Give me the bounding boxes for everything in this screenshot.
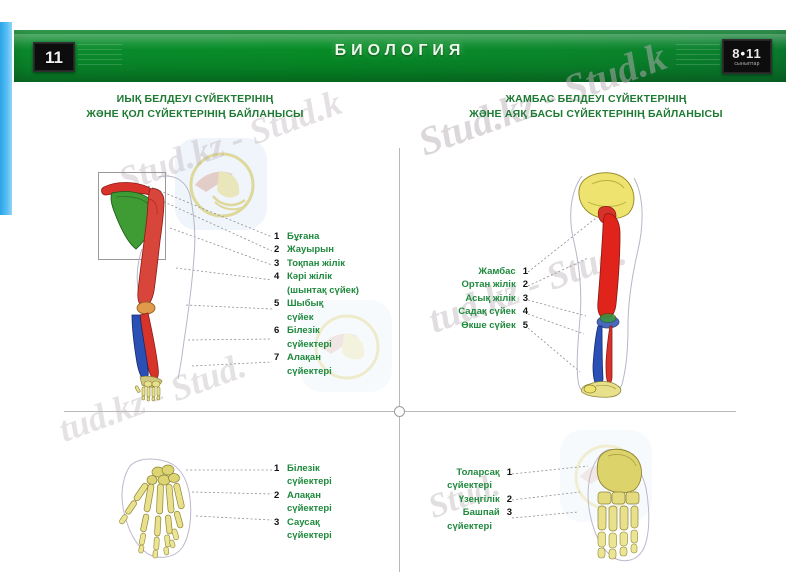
legend-item-number: 4: [274, 271, 280, 283]
legend-item-label: Садақ сүйек: [458, 306, 516, 318]
legend-item-number: 7: [274, 352, 280, 364]
header-stripes-right: [676, 44, 720, 68]
foot-skeleton-figure: [578, 440, 688, 565]
shoulder-girdle-inset-box: [98, 172, 166, 260]
legend-item-number: 3: [522, 292, 528, 304]
grade-badge-range: 8•11: [732, 47, 762, 60]
legend-item-number: 3: [274, 516, 280, 528]
legend-item: 3 Тоқпан жілік: [274, 257, 384, 270]
legend-item-label-continuation: сүйектері: [447, 480, 492, 492]
legend-item: 3 Саусақ: [274, 516, 384, 529]
legend-item: 4 Садақ сүйек: [420, 305, 528, 318]
leg-skeleton-figure: [548, 162, 668, 402]
legend-item: 2 Жауырын: [274, 243, 384, 256]
arm-skeleton-figure: [90, 165, 240, 402]
legend-item-label-continuation: сүйектері: [287, 503, 332, 515]
divider-vertical: [399, 148, 400, 572]
legend-item-label: Алақан: [287, 352, 321, 364]
legend-item-number: 1: [506, 467, 512, 478]
grade-badge-sub: сыныптар: [734, 60, 760, 67]
legend-item-label: Башпай: [462, 507, 500, 519]
legend-item-number: 1: [274, 231, 280, 242]
grade-badge: 8•11 сыныптар: [722, 39, 772, 74]
top-left-title-line2: ЖӘНЕ ҚОЛ СҮЙЕКТЕРІНІҢ БАЙЛАНЫСЫ: [86, 108, 304, 121]
hand-skeleton-figure: [108, 452, 228, 564]
legend-item-label: Жамбас: [478, 266, 516, 277]
legend-item-number: 2: [522, 279, 528, 291]
legend-item-label-continuation: сүйектері: [287, 530, 332, 542]
left-blue-rail: [0, 22, 12, 215]
legend-item-label-continuation: (шынтақ сүйек): [287, 284, 359, 296]
legend-item-label-continuation: сүйектері: [287, 476, 332, 488]
top-right-title-line1: ЖАМБАС БЕЛДЕУІ СҮЙЕКТЕРІНІҢ: [505, 93, 687, 105]
legend-item: 6 Білезік: [274, 324, 384, 337]
legend-item-label-continuation: сүйек: [287, 311, 314, 323]
page-number: 11: [45, 47, 63, 67]
legend-item-number: 3: [506, 507, 512, 519]
legend-item-label: Үзеңгілік: [458, 493, 500, 505]
grade-badge-from: 8: [732, 45, 741, 61]
legend-item-label: Білезік: [287, 463, 320, 474]
poster-header: 11 БИОЛОГИЯ 8•11 сыныптар: [14, 30, 786, 82]
legend-item: 5 Шыбық: [274, 297, 384, 310]
top-left-panel-title: ИЫҚ БЕЛДЕУІ СҮЙЕКТЕРІНІҢ ЖӘНЕ ҚОЛ СҮЙЕКТ…: [30, 92, 360, 122]
top-right-panel-title: ЖАМБАС БЕЛДЕУІ СҮЙЕКТЕРІНІҢ ЖӘНЕ АЯҚ БАС…: [410, 92, 782, 122]
legend-item-label: Асық жілік: [465, 292, 516, 304]
legend-item-number: 1: [274, 463, 280, 474]
legend-item: 2 Үзеңгілік: [408, 493, 512, 506]
legend-item-label: Толарсақ: [456, 467, 500, 478]
legend-item-number: 2: [274, 489, 280, 501]
legend-item: 3 Асық жілік: [420, 292, 528, 305]
legend-item-label: Тоқпан жілік: [287, 257, 345, 269]
legend-item-label: Өкше сүйек: [461, 319, 516, 331]
legend-item: 5 Өкше сүйек: [420, 319, 528, 332]
top-right-title-line2: ЖӘНЕ АЯҚ БАСЫ СҮЙЕКТЕРІНІҢ БАЙЛАНЫСЫ: [469, 108, 723, 121]
legend-item-number: 1: [522, 266, 528, 277]
legend-item: 1 Бұғана: [274, 230, 384, 243]
legend-item-label: Кәрі жілік: [287, 271, 332, 283]
legend-item-number: 6: [274, 325, 280, 337]
legend-item: 7 Алақан: [274, 351, 384, 364]
divider-center-marker: [394, 406, 405, 417]
subject-title: БИОЛОГИЯ: [334, 42, 466, 59]
legend-item: 2 Алақан: [274, 489, 384, 502]
watermark-text-4: tud.kz - Stud.: [53, 345, 252, 450]
legend-item: 1 Толарсақ: [408, 466, 512, 479]
legend-item-label: Жауырын: [287, 244, 335, 256]
legend-item-number: 2: [506, 493, 512, 505]
legend-item: 1 Жамбас: [420, 265, 528, 278]
legend-item-number: 5: [274, 298, 280, 310]
legend-item-label: Бұғана: [287, 231, 320, 242]
legend-item-label: Білезік: [287, 325, 320, 337]
legend-item-label: Алақан: [287, 489, 321, 501]
legend-item: 1 Білезік: [274, 462, 384, 475]
legend-item-label: Ортан жілік: [461, 279, 516, 291]
legend-item-number: 5: [522, 319, 528, 331]
legend-item-label-continuation: сүйектері: [287, 365, 332, 377]
legend-item: 4 Кәрі жілік: [274, 270, 384, 283]
legend-item-label: Саусақ: [287, 516, 320, 528]
grade-badge-dot: •: [740, 45, 747, 61]
legend-item-number: 2: [274, 244, 280, 256]
legend-item-label: Шыбық: [287, 298, 324, 310]
top-left-legend: 1 Бұғана 2 Жауырын 3 Тоқпан жілік 4 Кәрі жілік(…: [274, 230, 384, 378]
watermark-text-1: Stud.kz - Stud.k: [412, 33, 673, 165]
page-number-plate: 11: [33, 42, 75, 72]
header-stripes-left: [78, 44, 122, 68]
legend-item: 3 Башпай: [408, 506, 512, 519]
legend-item-label-continuation: сүйектері: [447, 520, 492, 532]
legend-item-label-continuation: сүйектері: [287, 338, 332, 350]
top-right-legend: 1 Жамбас 2 Ортан жілік 3 Асық жілік 4 Садақ сүй…: [420, 265, 528, 332]
legend-item: 2 Ортан жілік: [420, 278, 528, 291]
grade-badge-to: 11: [746, 45, 762, 61]
top-left-title-line1: ИЫҚ БЕЛДЕУІ СҮЙЕКТЕРІНІҢ: [116, 93, 274, 105]
legend-item-number: 3: [274, 257, 280, 269]
legend-item-number: 4: [522, 306, 528, 318]
